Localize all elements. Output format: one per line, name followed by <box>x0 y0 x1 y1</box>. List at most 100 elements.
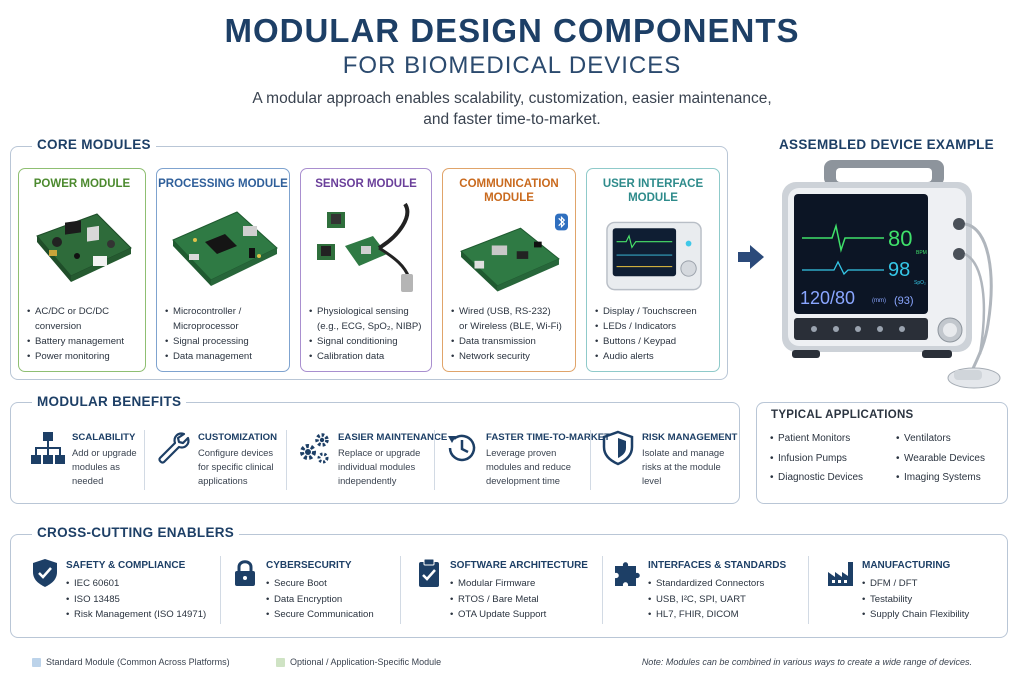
description-line-2: and faster time-to-market. <box>423 111 601 128</box>
divider <box>590 430 591 490</box>
divider <box>808 556 809 624</box>
benefit-faster-time-to-market: FASTER TIME-TO-MARKET Leverage proven mo… <box>444 428 610 492</box>
feature-item-continued: or Wireless (BLE, Wi-Fi) <box>459 321 562 332</box>
module-features: Physiological sensing (e.g., ECG, SpO₂, … <box>309 304 425 364</box>
enabler-cybersecurity: CYBERSECURITY Secure Boot Data Encryptio… <box>230 558 410 628</box>
spo2-unit: SpO₂ <box>914 280 926 286</box>
module-title: PROCESSING MODULE <box>158 178 288 190</box>
benefit-risk-management: RISK MANAGEMENT Isolate and manage risks… <box>600 428 738 492</box>
typical-applications-title: TYPICAL APPLICATIONS <box>766 409 919 421</box>
page-title: MODULAR DESIGN COMPONENTS <box>224 12 800 49</box>
core-modules-title: CORE MODULES <box>32 137 156 152</box>
page-description: A modular approach enables scalability, … <box>160 88 864 130</box>
divider <box>144 430 145 490</box>
module-features: Microcontroller / Microprocessor Signal … <box>165 304 283 364</box>
divider <box>286 430 287 490</box>
benefits-row: SCALABILITY Add or upgrade modules as ne… <box>30 404 740 504</box>
assembled-device-title: ASSEMBLED DEVICE EXAMPLE <box>774 137 999 152</box>
enablers-row: SAFETY & COMPLIANCE IEC 60601 ISO 13485 … <box>30 536 1000 636</box>
wrench-icon <box>158 432 190 464</box>
clock-icon <box>448 434 476 462</box>
module-title: POWER MODULE <box>33 178 131 190</box>
legend-optional-label: Optional / Application-Specific Module <box>290 657 442 667</box>
enabler-items: DFM / DFT Testability Supply Chain Flexi… <box>862 576 969 623</box>
benefit-easier-maintenance: EASIER MAINTENANCE Replace or upgrade in… <box>296 428 447 492</box>
enabler-item: HL7, FHIR, DICOM <box>648 607 764 623</box>
feature-item-continued: Microprocessor <box>173 321 239 332</box>
divider <box>400 556 401 624</box>
enabler-title: SOFTWARE ARCHITECTURE <box>450 560 588 571</box>
module-card-processing: PROCESSING MODULE Microcontroller / Micr… <box>156 168 290 372</box>
hr-unit: BPM <box>916 250 927 256</box>
bp-mean-value: (93) <box>894 295 914 307</box>
application-item: Wearable Devices <box>896 449 985 469</box>
gears-icon <box>300 433 329 464</box>
module-card-user-interface: USER INTERFACE MODULE Display / Touchscr… <box>586 168 720 372</box>
enabler-item: DFM / DFT <box>862 576 969 592</box>
feature-item: Battery management <box>27 334 139 349</box>
legend-swatch-standard <box>32 658 41 667</box>
enabler-title: SAFETY & COMPLIANCE <box>66 560 186 571</box>
bluetooth-icon <box>555 213 568 231</box>
benefit-description: Leverage proven modules and reduce devel… <box>486 447 571 486</box>
benefit-title: RISK MANAGEMENT <box>642 432 738 443</box>
module-title: USER INTERFACE MODULE <box>602 178 704 204</box>
benefit-description: Configure devices for specific clinical … <box>198 447 274 486</box>
module-card-power: POWER MODULE AC/DC or DC/DC conversion B… <box>18 168 146 372</box>
applications-list-left: Patient Monitors Infusion Pumps Diagnost… <box>770 429 863 488</box>
enabler-title: MANUFACTURING <box>862 560 951 571</box>
enabler-item: RTOS / Bare Metal <box>450 592 546 608</box>
benefit-customization: CUSTOMIZATION Configure devices for spec… <box>156 428 286 492</box>
shield-check-icon <box>33 559 57 587</box>
shield-icon <box>602 430 634 466</box>
feature-item: Signal conditioning <box>309 334 425 349</box>
puzzle-icon <box>615 562 640 586</box>
enabler-item: ISO 13485 <box>66 592 206 608</box>
hierarchy-icon <box>31 432 65 464</box>
sensor-board-image <box>317 202 413 292</box>
enabler-software-architecture: SOFTWARE ARCHITECTURE Modular Firmware R… <box>414 558 604 628</box>
enabler-items: Standardized Connectors USB, I²C, SPI, U… <box>648 576 764 623</box>
benefit-title: CUSTOMIZATION <box>198 432 278 443</box>
bp-unit: (mm) <box>872 298 886 304</box>
benefit-description: Add or upgrade modules as needed <box>72 447 137 486</box>
benefit-title: FASTER TIME-TO-MARKET <box>486 432 611 443</box>
module-card-sensor: SENSOR MODULE Physiological sensing (e.g… <box>300 168 432 372</box>
feature-item-continued: (e.g., ECG, SpO₂, NIBP) <box>317 321 422 332</box>
enabler-interfaces-standards: INTERFACES & STANDARDS Standardized Conn… <box>612 558 812 628</box>
enabler-manufacturing: MANUFACTURING DFM / DFT Testability Supp… <box>826 558 996 628</box>
enablers-title: CROSS-CUTTING ENABLERS <box>32 525 240 540</box>
enabler-items: IEC 60601 ISO 13485 Risk Management (ISO… <box>66 576 206 623</box>
enabler-title: INTERFACES & STANDARDS <box>648 560 787 571</box>
application-item: Diagnostic Devices <box>770 468 863 488</box>
page-subtitle: FOR BIOMEDICAL DEVICES <box>342 52 682 79</box>
feature-item: Microcontroller / <box>165 304 283 319</box>
feature-item: Buttons / Keypad <box>595 334 713 349</box>
feature-item: LEDs / Indicators <box>595 319 713 334</box>
feature-item: AC/DC or DC/DC <box>27 304 139 319</box>
legend-swatch-optional <box>276 658 285 667</box>
enabler-item: IEC 60601 <box>66 576 206 592</box>
enabler-item: Supply Chain Flexibility <box>862 607 969 623</box>
benefit-title: SCALABILITY <box>72 432 136 443</box>
power-board-image <box>36 213 132 282</box>
legend-standard-label: Standard Module (Common Across Platforms… <box>46 657 230 667</box>
enabler-item: Data Encryption <box>266 592 374 608</box>
hr-value: 80 <box>888 226 912 251</box>
enabler-item: OTA Update Support <box>450 607 546 623</box>
processing-board-image <box>172 211 278 286</box>
benefit-title: EASIER MAINTENANCE <box>338 432 448 443</box>
application-item: Imaging Systems <box>896 468 985 488</box>
feature-item: Calibration data <box>309 349 425 364</box>
module-card-communication: COMMUNICATION MODULE Wired (USB, RS-232)… <box>442 168 576 372</box>
bp-value: 120/80 <box>800 288 855 308</box>
enabler-title: CYBERSECURITY <box>266 560 352 571</box>
module-features: Display / Touchscreen LEDs / Indicators … <box>595 304 713 364</box>
enabler-items: Secure Boot Data Encryption Secure Commu… <box>266 576 374 623</box>
feature-item: Audio alerts <box>595 349 713 364</box>
enabler-item: Modular Firmware <box>450 576 546 592</box>
feature-item: Signal processing <box>165 334 283 349</box>
clipboard-check-icon <box>419 558 439 587</box>
feature-item: Physiological sensing <box>309 304 425 319</box>
feature-item: Network security <box>451 349 569 364</box>
